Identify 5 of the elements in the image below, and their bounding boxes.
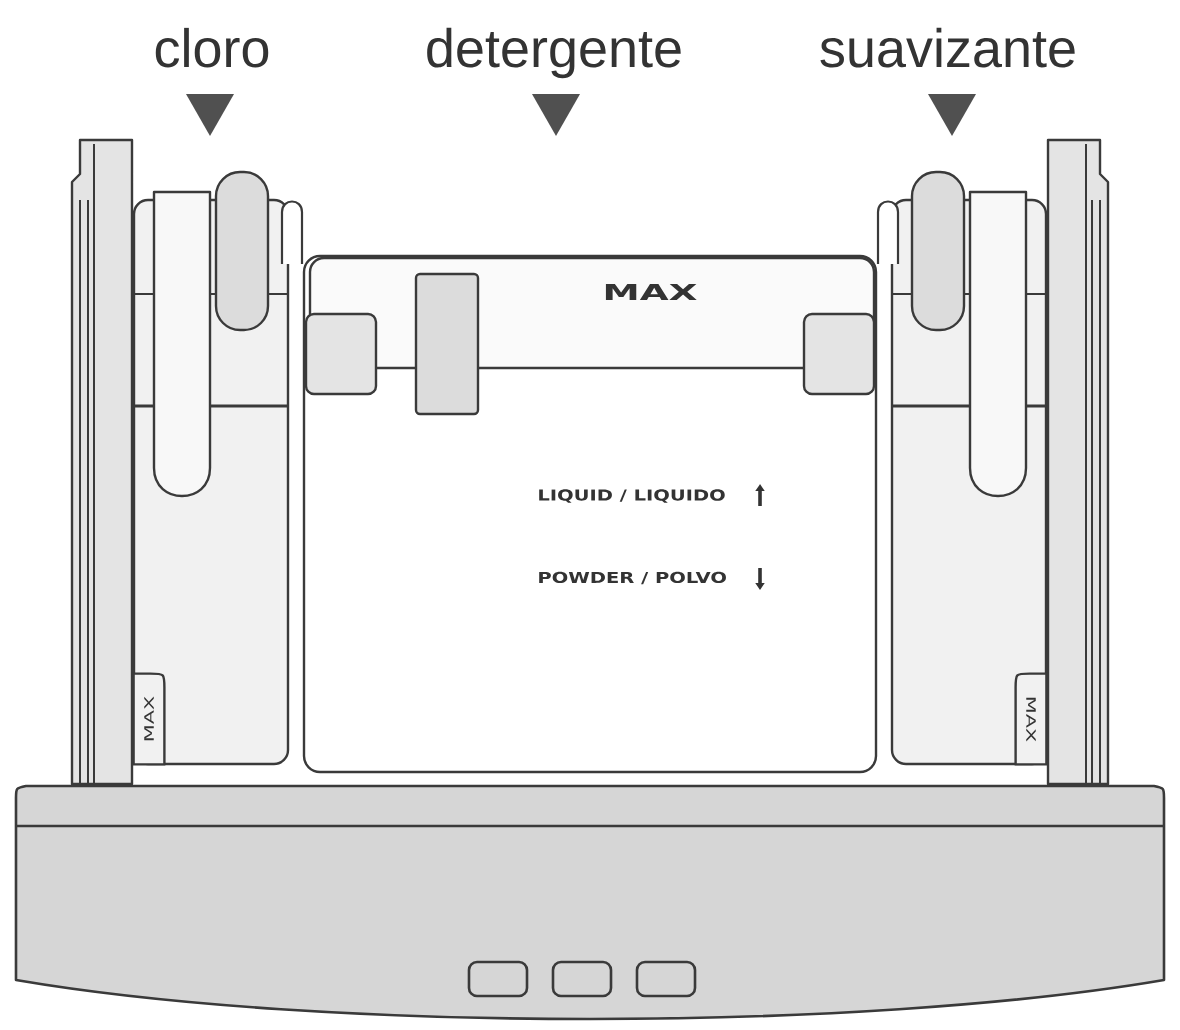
part-label: cloro [155, 27, 269, 68]
compartment [132, 170, 290, 766]
compartment [890, 170, 1048, 766]
part-label: suavizante [820, 27, 1075, 68]
part-label: detergente [427, 27, 681, 79]
